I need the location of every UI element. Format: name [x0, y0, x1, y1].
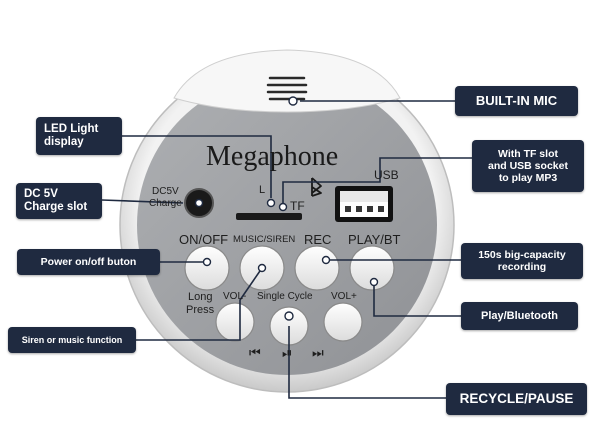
mic-grille-icon	[266, 76, 308, 101]
btn-onoff	[184, 245, 230, 291]
callout-power: Power on/off buton	[17, 249, 160, 275]
tf-label: TF	[290, 199, 305, 213]
vol-plus-label: VOL+	[331, 291, 357, 302]
btn-vol-plus	[323, 302, 363, 342]
callout-recycle-text: RECYCLE/PAUSE	[459, 391, 574, 407]
callout-dc-text-1: DC 5V	[24, 187, 58, 200]
callout-lines	[101, 100, 472, 399]
music-siren-label: MUSIC/SIREN	[233, 234, 296, 245]
dc-label-2: Charge	[149, 198, 182, 209]
callout-led-text-2: display	[44, 136, 84, 148]
callout-tf-text-2: and USB socket	[488, 159, 568, 172]
led-label: L	[259, 184, 266, 196]
callout-rec: 150s big-capacity recording	[461, 243, 583, 279]
callout-siren: Siren or music function	[8, 327, 136, 353]
callout-power-text: Power on/off buton	[40, 255, 137, 268]
mic-hood	[173, 49, 401, 113]
usb-label: USB	[374, 168, 399, 182]
long-press-2: Press	[186, 304, 215, 316]
single-cycle-label: Single Cycle	[257, 291, 313, 302]
play-bt-label: PLAY/BT	[348, 232, 401, 247]
callout-siren-text: Siren or music function	[21, 334, 123, 345]
btn-play-bt	[349, 245, 395, 291]
rec-label: REC	[304, 232, 332, 247]
vol-minus-label: VOL-	[223, 291, 247, 302]
callout-led-text-1: LED Light	[44, 122, 99, 135]
callout-built-in-mic: BUILT-IN MIC	[455, 86, 578, 116]
onoff-label: ON/OFF	[179, 232, 229, 247]
next-icon: ⏭	[312, 346, 324, 361]
callout-play-bt: Play/Bluetooth	[461, 302, 578, 330]
callout-dc: DC 5V Charge slot	[16, 183, 102, 219]
playpause-icon: ⏯	[282, 346, 293, 361]
callout-tf-text-1: With TF slot	[498, 147, 558, 160]
long-press-1: Long	[188, 291, 213, 303]
callout-rec-text-2: recording	[497, 261, 547, 273]
callout-dc-text-2: Charge slot	[24, 201, 88, 213]
callout-led: LED Light display	[36, 117, 122, 155]
btn-rec	[294, 245, 340, 291]
callout-built-in-mic-text: BUILT-IN MIC	[475, 92, 558, 108]
brand-text: Megaphone	[206, 141, 339, 172]
callout-play-bt-text: Play/Bluetooth	[480, 309, 558, 322]
callout-tf-text-3: to play MP3	[498, 172, 558, 185]
callout-rec-text-1: 150s big-capacity	[478, 248, 566, 261]
callout-tf-usb: With TF slot and USB socket to play MP3	[472, 140, 584, 192]
bluetooth-icon	[311, 177, 322, 197]
panel-plate	[137, 75, 437, 375]
tf-slot	[236, 213, 302, 220]
prev-icon: ⏮	[249, 346, 261, 361]
dc-label-1: DC5V	[152, 186, 179, 197]
callout-recycle-pause: RECYCLE/PAUSE	[446, 383, 587, 415]
btn-vol-minus	[215, 302, 255, 342]
